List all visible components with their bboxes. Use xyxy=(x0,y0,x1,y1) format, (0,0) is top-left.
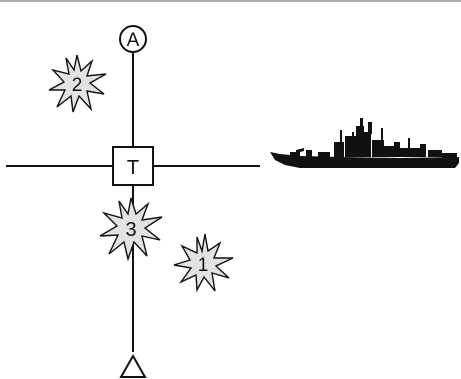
top-marker-label: A xyxy=(127,30,140,51)
burst-1: 1 xyxy=(173,233,234,293)
explosion-burst-icon xyxy=(99,197,163,262)
triangle-marker-icon xyxy=(119,353,147,378)
explosion-burst-icon xyxy=(173,233,234,293)
top-marker: A xyxy=(119,25,147,53)
top-marker-circle xyxy=(119,25,147,53)
center-marker-label: T xyxy=(127,157,139,179)
center-marker: T xyxy=(112,146,154,186)
burst-2: 2 xyxy=(48,54,107,113)
burst-3: 3 xyxy=(99,197,163,262)
center-marker-box xyxy=(112,146,154,186)
burst-label: 3 xyxy=(125,219,136,241)
burst-label: 2 xyxy=(72,75,83,96)
ship-silhouette-icon xyxy=(270,118,459,168)
explosion-burst-icon xyxy=(48,54,107,113)
burst-label: 1 xyxy=(198,255,209,276)
